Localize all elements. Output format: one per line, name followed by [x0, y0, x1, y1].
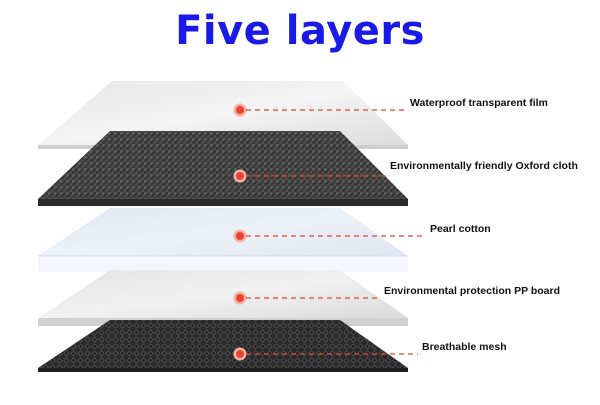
- label-pearl-cotton: Pearl cotton: [430, 223, 491, 235]
- marker-1: [233, 103, 404, 117]
- label-waterproof-film: Waterproof transparent film: [410, 97, 548, 109]
- label-oxford-cloth: Environmentally friendly Oxford cloth: [390, 160, 578, 172]
- label-breathable-mesh: Breathable mesh: [422, 341, 507, 353]
- marker-5: [233, 347, 418, 361]
- label-pp-board: Environmental protection PP board: [384, 285, 560, 297]
- marker-4: [233, 291, 380, 305]
- layer-oxford-cloth: [38, 131, 408, 206]
- layer-pp-board: [38, 270, 408, 326]
- marker-3: [233, 229, 426, 243]
- layer-breathable-mesh: [38, 320, 408, 372]
- marker-2: [233, 169, 386, 183]
- page-title: Five layers: [175, 8, 425, 54]
- layer-pearl-cotton: [38, 208, 408, 272]
